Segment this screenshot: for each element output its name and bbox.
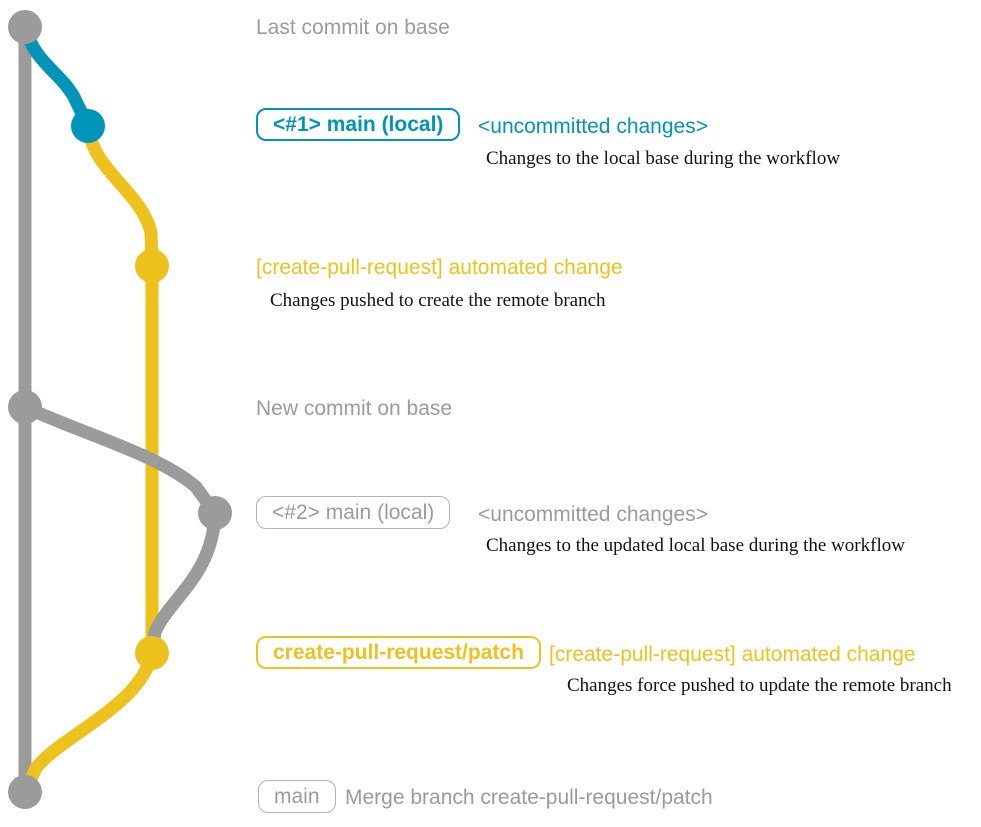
- commit-dot-patch-1[interactable]: [135, 249, 169, 283]
- ref-label-main-local-2[interactable]: <#2> main (local): [256, 496, 451, 529]
- commit-description-patch-1: Changes pushed to create the remote bran…: [270, 290, 606, 311]
- commit-dot-patch-2[interactable]: [135, 636, 169, 670]
- commit-dot-base-new[interactable]: [8, 390, 42, 424]
- ref-label-create-pull-request-patch[interactable]: create-pull-request/patch: [256, 636, 541, 669]
- commit-dot-base-merge[interactable]: [8, 775, 42, 809]
- commit-subject-base-new: New commit on base: [256, 397, 453, 420]
- commit-dot-base-last[interactable]: [8, 10, 42, 44]
- commit-subject-base-last: Last commit on base: [256, 16, 450, 39]
- branch-line-local2-into-patch: [145, 506, 222, 660]
- commit-description-patch-2: Changes force pushed to update the remot…: [567, 675, 952, 696]
- commit-subject-local-2: <uncommitted changes>: [478, 503, 708, 526]
- branch-line-patch-merge-into-base: [18, 646, 159, 799]
- commit-subject-local-1: <uncommitted changes>: [478, 115, 708, 138]
- ref-label-main-local-1[interactable]: <#1> main (local): [256, 108, 461, 141]
- commit-subject-patch-1: [create-pull-request] automated change: [256, 256, 623, 279]
- commit-subject-patch-2: [create-pull-request] automated change: [549, 643, 916, 666]
- commit-dot-local-2[interactable]: [198, 496, 232, 530]
- ref-label-main[interactable]: main: [258, 780, 336, 813]
- commit-description-local-2: Changes to the updated local base during…: [486, 535, 905, 556]
- branch-line-local2-from-base: [18, 400, 222, 520]
- branch-line-local-from-base: [18, 20, 95, 133]
- commit-subject-merge: Merge branch create-pull-request/patch: [345, 786, 713, 809]
- commit-description-local-1: Changes to the local base during the wor…: [486, 148, 841, 169]
- branch-line-patch-from-local: [81, 119, 159, 273]
- commit-dot-local-1[interactable]: [71, 109, 105, 143]
